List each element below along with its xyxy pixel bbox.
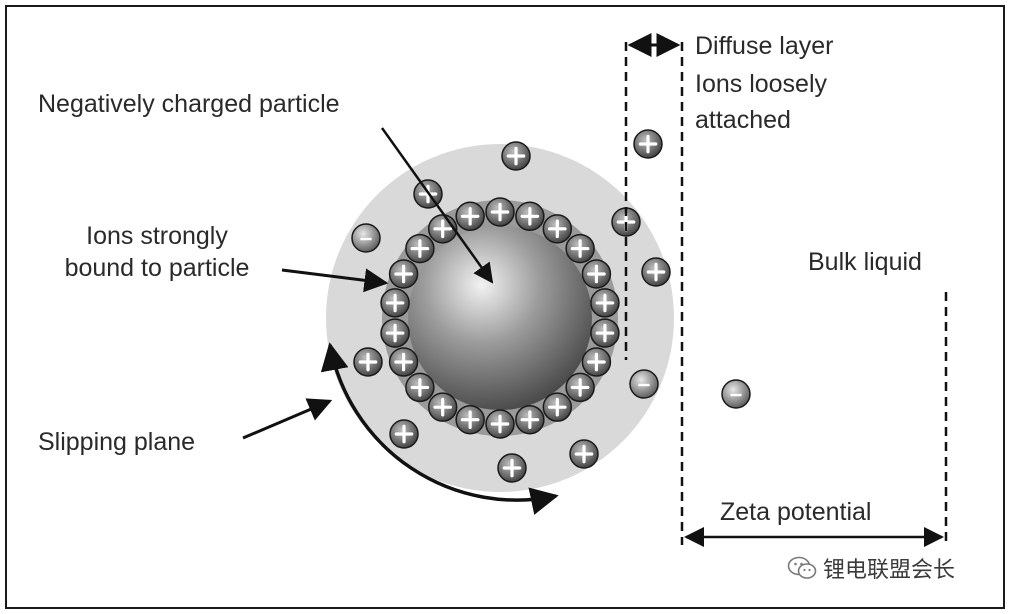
positive-ion	[542, 214, 573, 244]
positive-ion	[590, 318, 620, 348]
label-ions-strongly-bound-line1: Ions strongly	[86, 222, 228, 250]
positive-ion	[542, 392, 573, 422]
negative-ion	[721, 379, 751, 409]
positive-ion	[515, 201, 545, 232]
label-diffuse-layer: Diffuse layer	[695, 32, 834, 60]
label-negatively-charged-particle: Negatively charged particle	[38, 90, 340, 118]
positive-ion	[455, 404, 485, 435]
watermark-text: 锂电联盟会长	[823, 558, 956, 583]
positive-ion	[515, 404, 545, 435]
positive-ion	[388, 347, 419, 377]
particle-pointer-arrow	[380, 127, 494, 284]
slipping-plane-pointer-arrow	[242, 398, 333, 440]
label-bulk-liquid: Bulk liquid	[808, 248, 922, 276]
negative-ion	[351, 223, 381, 253]
positive-ion	[501, 141, 531, 171]
positive-ion	[455, 201, 485, 232]
positive-ion	[427, 392, 458, 422]
positive-ion	[388, 259, 419, 289]
diagram-border	[5, 5, 1005, 609]
positive-ion	[565, 372, 595, 403]
label-ions-strongly-bound-line2: bound to particle	[64, 254, 250, 282]
positive-ion	[405, 233, 435, 264]
label-attached: attached	[695, 106, 791, 134]
positive-ion	[485, 197, 515, 227]
label-slipping-plane: Slipping plane	[38, 428, 196, 456]
positive-ion	[389, 419, 419, 449]
wechat-icon	[787, 556, 817, 579]
positive-ion	[405, 372, 435, 403]
positive-ion	[633, 129, 663, 159]
positive-ion	[380, 318, 410, 348]
label-zeta-potential: Zeta potential	[720, 498, 872, 526]
positive-ion	[641, 257, 671, 287]
positive-ion	[590, 288, 620, 318]
watermark: 锂电联盟会长	[787, 552, 955, 584]
positive-ion	[485, 409, 515, 439]
positive-ion	[581, 259, 612, 289]
slipping-plane-arc	[320, 342, 559, 515]
negative-ion	[629, 369, 659, 399]
label-ions-loosely: Ions loosely	[695, 70, 828, 98]
positive-ion	[380, 288, 410, 318]
positive-ion	[353, 347, 383, 377]
bound-ions-pointer-arrow	[281, 268, 389, 293]
positive-ion	[565, 233, 595, 264]
positive-ion	[569, 439, 599, 469]
positive-ion	[581, 347, 612, 377]
negative-particle-core	[408, 226, 592, 410]
positive-ion	[497, 453, 527, 483]
